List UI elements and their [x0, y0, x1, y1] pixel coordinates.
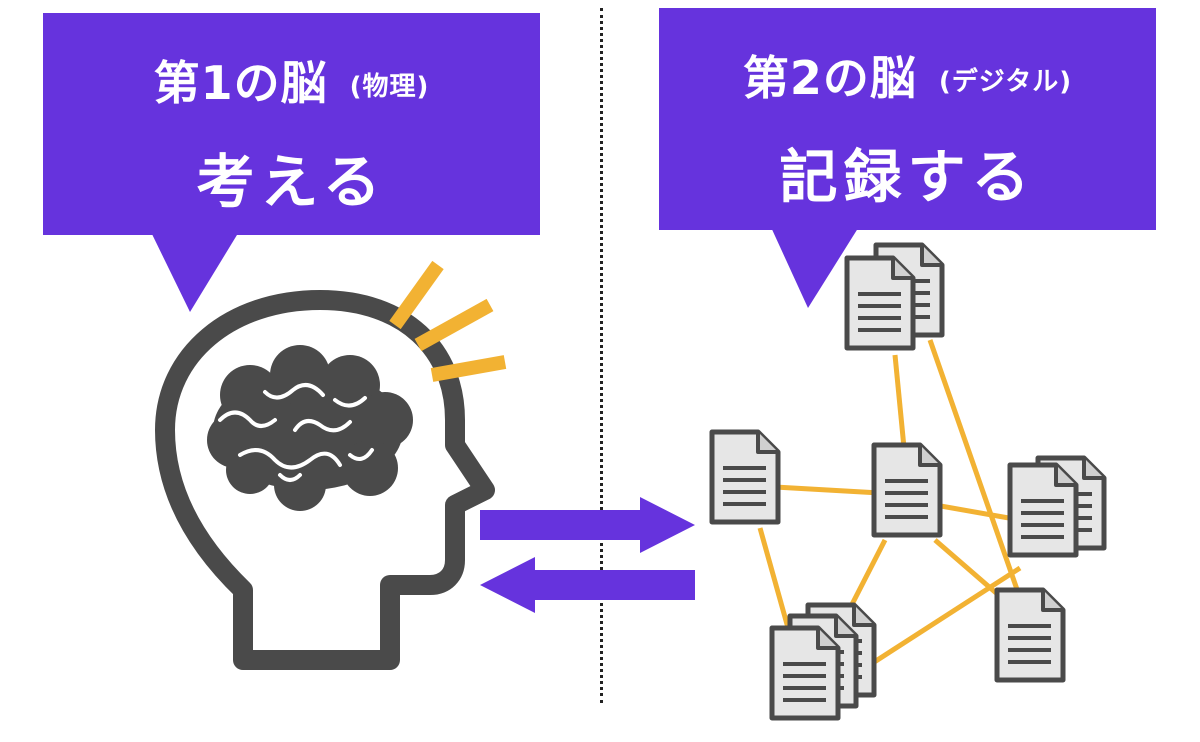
brain-2-subtitle: (デジタル) [938, 67, 1073, 97]
brain-1-title: 第1の脳 (物理) [43, 47, 540, 113]
document-icon [997, 590, 1063, 680]
idea-rays [389, 260, 507, 382]
document-icon [874, 445, 940, 535]
brain-2-title-text: 第2の脳 [742, 51, 917, 105]
brain-1-subtitle: (物理) [349, 72, 430, 102]
brain-1-action: 考える [196, 148, 387, 216]
arrow-left-icon [480, 557, 695, 613]
document-icon [847, 245, 942, 348]
center-divider [600, 8, 603, 703]
arrow-right-icon [480, 497, 695, 553]
head-brain-icon [155, 290, 495, 670]
brain-1-bubble: 第1の脳 (物理) 考える [43, 13, 540, 235]
document-icon [1010, 458, 1104, 555]
brain-1-title-text: 第1の脳 [153, 56, 328, 110]
brain-2-title: 第2の脳 (デジタル) [659, 42, 1156, 108]
brain-1-bubble-tail [150, 230, 240, 312]
brain-2-action: 記録する [779, 143, 1036, 211]
brain-2-bubble: 第2の脳 (デジタル) 記録する [659, 8, 1156, 230]
document-icon [712, 432, 778, 522]
brain-2-bubble-tail [770, 225, 860, 308]
